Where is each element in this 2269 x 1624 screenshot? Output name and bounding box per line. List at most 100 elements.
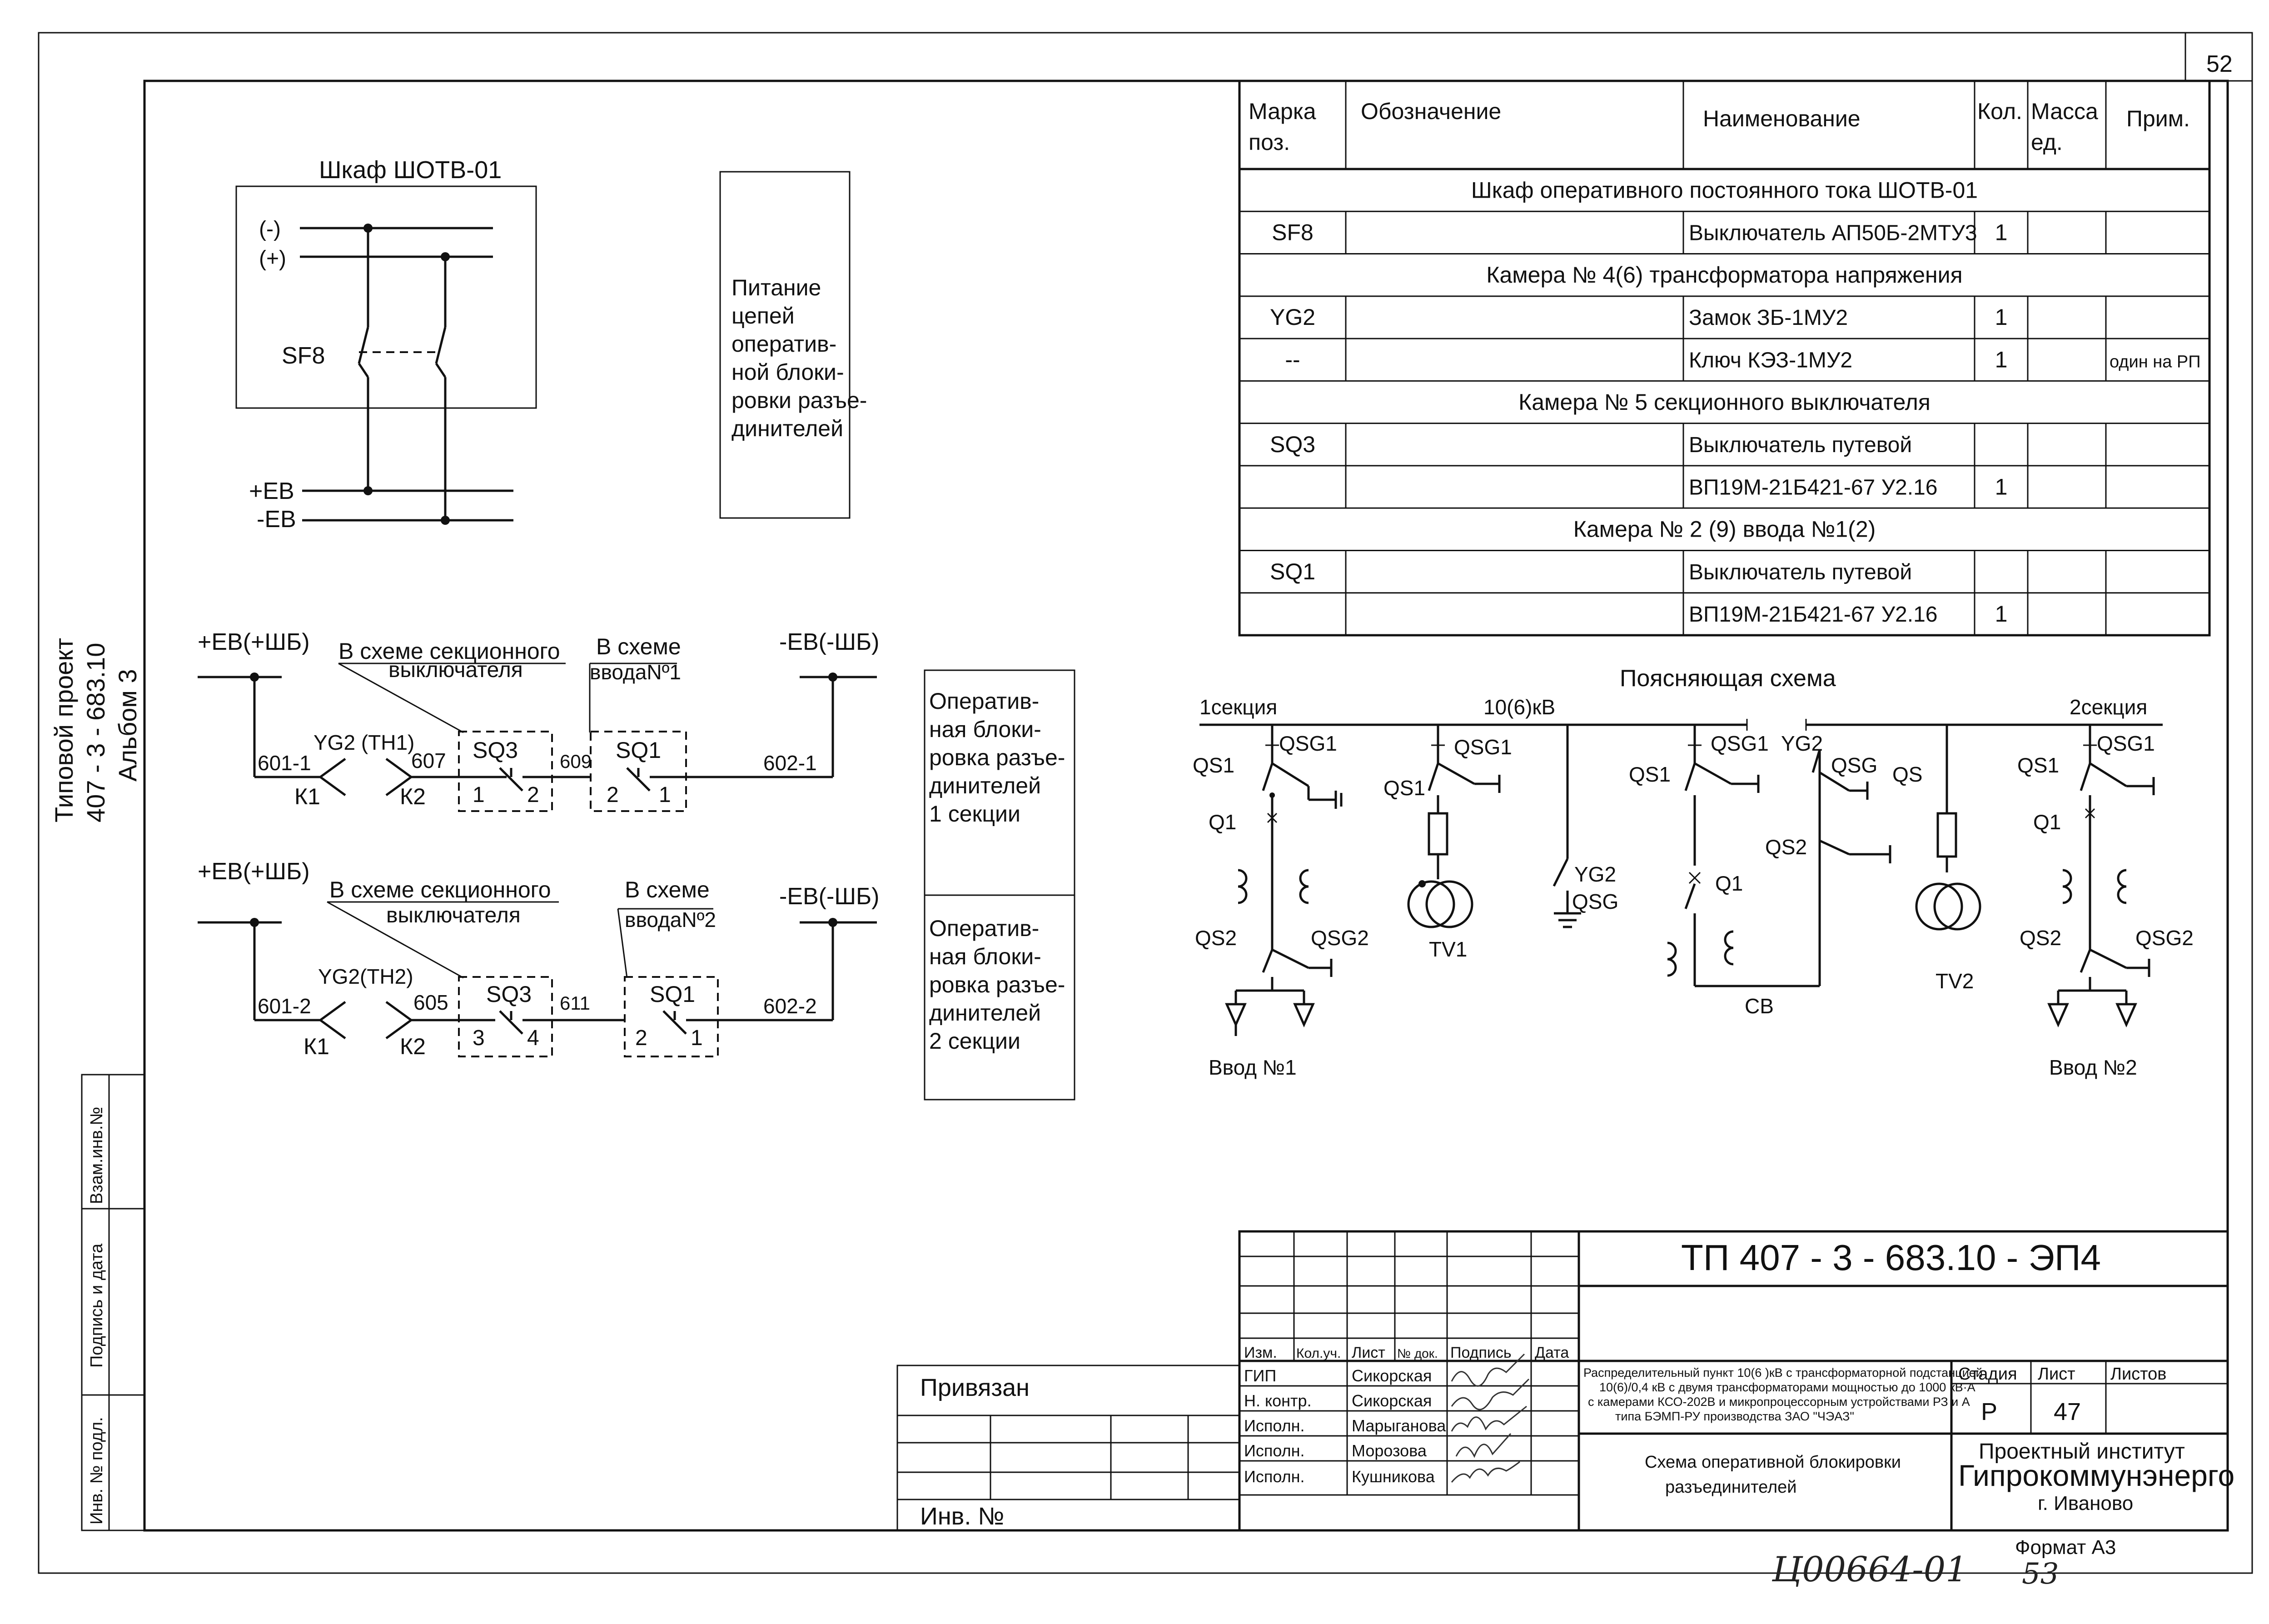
svg-text:ная блоки-: ная блоки- [929, 717, 1041, 742]
cabinet-note: Питание цепей оператив- ной блоки- ровки… [731, 275, 867, 441]
spec-name: Замок ЗБ-1МУ2 [1689, 306, 1848, 330]
title-block: ТП 407 - 3 - 683.10 - ЭП4 Изм. Кол.уч. Л… [896, 1230, 2234, 1591]
svg-text:Морозова: Морозова [1352, 1441, 1427, 1460]
outer-frame [38, 32, 2253, 1574]
svg-text:Прим.: Прим. [2126, 106, 2190, 131]
svg-text:Дата: Дата [1535, 1344, 1569, 1361]
svg-text:К1: К1 [304, 1034, 329, 1059]
signatures [1451, 1353, 1530, 1483]
svg-text:53: 53 [2022, 1557, 2059, 1591]
svg-text:динителей: динителей [929, 1000, 1041, 1026]
svg-text:QS1: QS1 [1629, 762, 1671, 786]
svg-text:SQ3: SQ3 [473, 737, 518, 763]
svg-text:Инв. №: Инв. № [920, 1503, 1004, 1530]
spec-qty: 1 [1995, 220, 2008, 245]
svg-text:607: 607 [411, 749, 446, 772]
svg-text:К1: К1 [294, 784, 320, 809]
svg-text:TV1: TV1 [1429, 937, 1467, 961]
spec-pos: SQ1 [1270, 559, 1315, 584]
spec-pos: SQ3 [1270, 432, 1315, 457]
svg-text:QS2: QS2 [1765, 835, 1807, 859]
svg-text:Обозначение: Обозначение [1361, 99, 1501, 124]
svg-text:QSG2: QSG2 [1311, 926, 1369, 950]
svg-text:YG2(ТН2): YG2(ТН2) [318, 965, 413, 988]
svg-text:QSG: QSG [1572, 890, 1618, 913]
svg-text:QSG1: QSG1 [1279, 732, 1337, 755]
svg-text:ровки разъе-: ровки разъе- [731, 388, 867, 413]
svg-text:К2: К2 [400, 784, 426, 809]
bus-earthing: YG2 QSG [1552, 725, 1618, 928]
svg-text:Привязан: Привязан [920, 1374, 1030, 1401]
svg-text:выключателя: выключателя [388, 658, 523, 682]
svg-text:ровка разъе-: ровка разъе- [929, 745, 1065, 770]
svg-text:Оператив-: Оператив- [929, 916, 1039, 941]
spec-qty: 1 [1995, 601, 2008, 627]
svg-text:ровка разъе-: ровка разъе- [929, 972, 1065, 997]
svg-text:QSG: QSG [1831, 753, 1877, 777]
svg-text:Р: Р [1981, 1398, 1997, 1425]
svg-text:оператив-: оператив- [731, 331, 836, 357]
cabinet-diagram: Шкаф ШОТВ-01 (-) (+) SF8 +ЕВ -ЕВ Питание… [235, 156, 867, 533]
svg-text:Марка: Марка [1249, 99, 1316, 124]
svg-text:г. Иваново: г. Иваново [2038, 1492, 2133, 1514]
svg-text:Q1: Q1 [2033, 810, 2061, 834]
svg-text:Сикорская: Сикорская [1352, 1391, 1432, 1410]
svg-text:2секция: 2секция [2070, 695, 2147, 719]
svg-text:Гипрокоммунэнерго: Гипрокоммунэнерго [1958, 1459, 2234, 1492]
svg-text:YG2 (ТН1): YG2 (ТН1) [313, 731, 414, 754]
svg-text:QS: QS [1892, 762, 1922, 786]
svg-text:ед.: ед. [2031, 130, 2063, 155]
svg-text:(-): (-) [259, 217, 281, 241]
spec-section-title: Камера № 4(6) трансформатора напряжения [1486, 262, 1962, 288]
side-title: Типовой проект 407 - 3 - 683.10 Альбом 3 [50, 638, 142, 822]
svg-text:2: 2 [607, 783, 619, 807]
svg-text:Q1: Q1 [1715, 872, 1743, 895]
vt-cell-2: QS TV2 [1892, 725, 1981, 993]
svg-text:QS2: QS2 [2020, 926, 2061, 950]
svg-text:выключателя: выключателя [386, 903, 521, 927]
svg-text:-ЕВ: -ЕВ [257, 506, 296, 533]
spec-name: Выключатель АП50Б-2МТУ3 [1689, 221, 1977, 245]
svg-text:Питание: Питание [731, 275, 821, 300]
svg-text:Типовой проект: Типовой проект [50, 638, 78, 822]
svg-text:609: 609 [560, 751, 592, 772]
svg-text:YG2: YG2 [1574, 862, 1616, 886]
svg-text:YG2: YG2 [1781, 732, 1823, 755]
svg-text:Стадия: Стадия [1958, 1365, 2017, 1384]
svg-text:2: 2 [527, 783, 539, 807]
svg-text:динителей: динителей [929, 773, 1041, 798]
sectional-breaker: QS1 QSG1 Q1 СВ YG2 QSG QS2 [1629, 725, 1891, 1018]
svg-text:Исполн.: Исполн. [1244, 1416, 1305, 1435]
svg-text:В схеме секционного: В схеме секционного [338, 638, 560, 664]
interlock-circuit-1: +ЕВ(+ШБ) -ЕВ(-ШБ) 601-1 YG2 (ТН1) К1 К2 … [198, 629, 879, 812]
svg-text:407 - 3 - 683.10: 407 - 3 - 683.10 [81, 643, 110, 822]
spec-qty: 1 [1995, 474, 2008, 499]
svg-text:Листов: Листов [2110, 1365, 2166, 1384]
svg-text:Кол.: Кол. [1977, 99, 2022, 124]
svg-text:1 секции: 1 секции [929, 801, 1020, 827]
svg-text:SQ1: SQ1 [616, 737, 661, 763]
svg-text:ная блоки-: ная блоки- [929, 944, 1041, 969]
svg-text:2: 2 [635, 1026, 647, 1050]
svg-text:динителей: динителей [731, 416, 843, 441]
svg-text:10(6)кВ: 10(6)кВ [1483, 695, 1555, 719]
svg-text:1: 1 [659, 783, 671, 807]
interlock-circuit-2: +ЕВ(+ШБ) -ЕВ(-ШБ) 601-2 YG2(ТН2) К1 К2 6… [198, 858, 879, 1059]
svg-text:№ док.: № док. [1397, 1346, 1438, 1360]
spec-section-title: Камера № 5 секционного выключателя [1518, 389, 1931, 415]
svg-text:TV2: TV2 [1936, 969, 1974, 993]
svg-text:ной блоки-: ной блоки- [731, 359, 844, 385]
svg-text:типа БЭМП-РУ производства ЗАО: типа БЭМП-РУ производства ЗАО "ЧЭАЗ" [1615, 1410, 1854, 1423]
spec-name: Ключ КЭЗ-1МУ2 [1689, 349, 1852, 373]
svg-text:Шкаф ШОТВ-01: Шкаф ШОТВ-01 [319, 156, 502, 184]
spec-pos: SF8 [1272, 220, 1314, 245]
svg-text:QSG1: QSG1 [1454, 735, 1512, 759]
svg-text:К2: К2 [400, 1034, 426, 1059]
svg-text:Лист: Лист [1352, 1344, 1385, 1361]
svg-text:10(6)/0,4 кВ с двумя трансформ: 10(6)/0,4 кВ с двумя трансформаторами мо… [1599, 1380, 1975, 1394]
svg-text:Формат А3: Формат А3 [2015, 1536, 2116, 1559]
inner-frame [143, 80, 2229, 1532]
vt-cell-1: QSG1 QS1 TV1 [1383, 725, 1512, 961]
svg-text:Проектный институт: Проектный институт [1979, 1440, 2185, 1464]
